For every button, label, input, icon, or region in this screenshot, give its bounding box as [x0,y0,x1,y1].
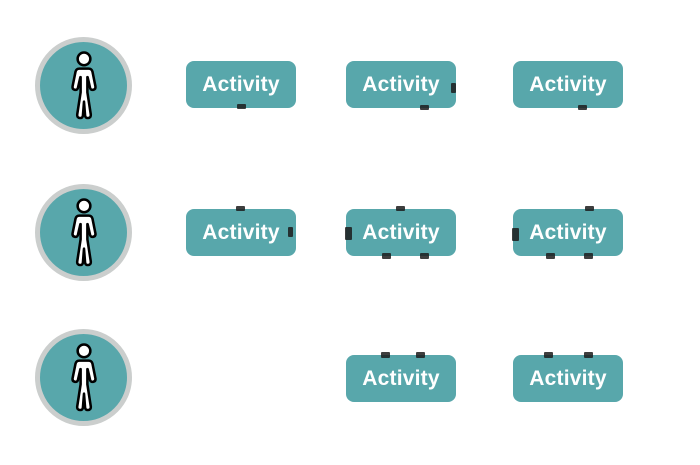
person-icon [70,342,97,411]
person-icon [70,197,97,266]
arrow-remnant-mark [546,253,555,259]
arrow-remnant-mark [382,253,391,259]
arrow-remnant-mark [416,352,425,358]
arrow-remnant-mark [578,105,587,110]
actor-avatar-row1 [35,37,132,134]
arrow-remnant-mark [544,352,553,358]
arrow-remnant-mark [237,104,246,109]
arrow-remnant-mark [584,253,593,259]
arrow-remnant-mark [451,83,456,93]
actor-avatar-row3 [35,329,132,426]
arrow-remnant-mark [584,352,593,358]
arrow-remnant-mark [420,105,429,110]
activity-node-r1c1: Activity [186,61,296,108]
arrow-remnant-mark [396,206,405,211]
activity-node-r1c3: Activity [513,61,623,108]
arrow-remnant-mark [585,206,594,211]
activity-node-r2c3: Activity [513,209,623,256]
activity-node-r1c2: Activity [346,61,456,108]
arrow-remnant-mark [381,352,390,358]
arrow-remnant-mark [236,206,245,211]
person-icon [70,50,97,119]
arrow-remnant-mark [288,227,293,237]
activity-node-r2c2: Activity [346,209,456,256]
activity-node-r3c1: Activity [346,355,456,402]
activity-node-r2c1: Activity [186,209,296,256]
activity-node-r3c2: Activity [513,355,623,402]
arrow-remnant-mark [345,227,352,240]
actor-avatar-row2 [35,184,132,281]
arrow-remnant-mark [420,253,429,259]
arrow-remnant-mark [512,228,519,241]
